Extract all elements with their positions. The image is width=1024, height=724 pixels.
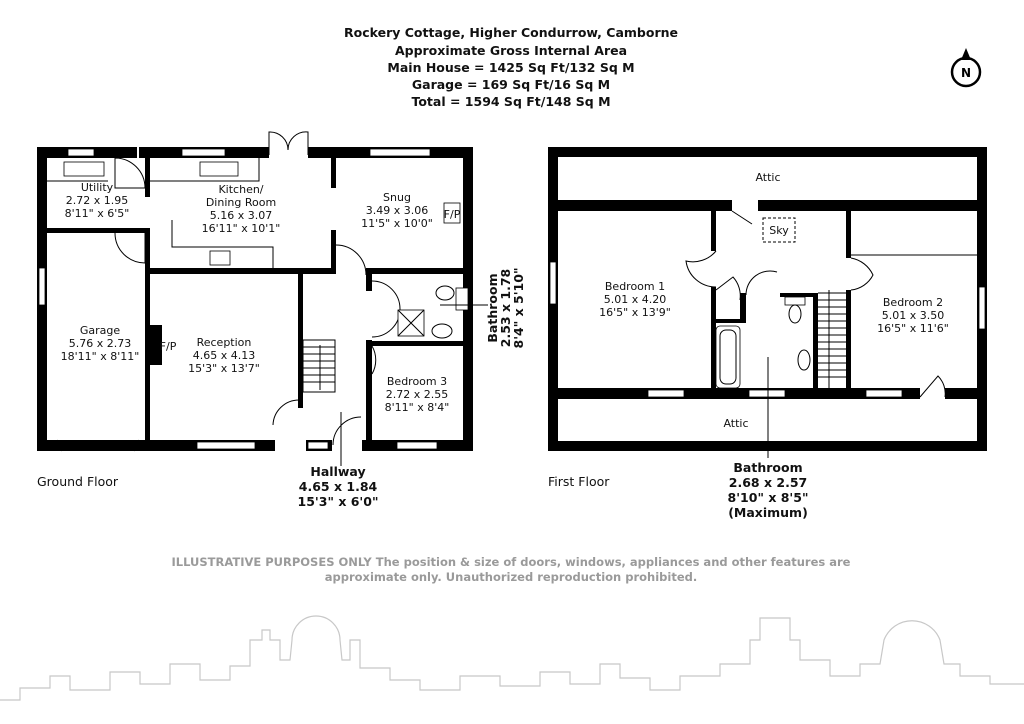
svg-text:Dining Room: Dining Room (206, 196, 276, 209)
skylight-label: Sky (769, 224, 789, 237)
room-bedroom-3: Bedroom 3 2.72 x 2.55 8'11" x 8'4" (385, 375, 450, 414)
svg-text:2.68 x 2.57: 2.68 x 2.57 (729, 475, 807, 490)
room-bedroom-1: Bedroom 1 5.01 x 4.20 16'5" x 13'9" (599, 280, 671, 319)
room-kitchen-dining: Kitchen/ Dining Room 5.16 x 3.07 16'11" … (202, 183, 281, 235)
disclaimer: ILLUSTRATIVE PURPOSES ONLY The position … (172, 555, 851, 584)
room-attic-bottom: Attic (723, 417, 748, 430)
first-floor-label: First Floor (548, 474, 610, 489)
svg-text:15'3" x 13'7": 15'3" x 13'7" (188, 362, 260, 375)
fireplace-label: F/P (444, 208, 461, 221)
svg-text:16'5" x 11'6": 16'5" x 11'6" (877, 322, 949, 335)
svg-text:16'5" x 13'9": 16'5" x 13'9" (599, 306, 671, 319)
svg-text:2.72 x 1.95: 2.72 x 1.95 (66, 194, 129, 207)
svg-text:11'5" x 10'0": 11'5" x 10'0" (361, 217, 433, 230)
room-ground-bathroom: Bathroom 2.53 x 1.78 8'4" x 5'10" (485, 268, 526, 349)
first-floor-stairs (818, 290, 846, 388)
svg-text:8'11" x 6'5": 8'11" x 6'5" (65, 207, 130, 220)
room-attic-top: Attic (755, 171, 780, 184)
svg-text:5.76 x 2.73: 5.76 x 2.73 (69, 337, 132, 350)
garage-area: Garage = 169 Sq Ft/16 Sq M (412, 77, 610, 92)
svg-text:18'11" x 8'11": 18'11" x 8'11" (61, 350, 140, 363)
svg-text:5.16 x 3.07: 5.16 x 3.07 (210, 209, 273, 222)
svg-text:8'11" x 8'4": 8'11" x 8'4" (385, 401, 450, 414)
svg-text:Snug: Snug (383, 191, 411, 204)
svg-text:2.53 x 1.78: 2.53 x 1.78 (498, 269, 513, 347)
ground-floor-plan (37, 131, 488, 452)
svg-text:Reception: Reception (197, 336, 252, 349)
svg-text:4.65 x 4.13: 4.65 x 4.13 (193, 349, 256, 362)
room-first-bathroom: Bathroom 2.68 x 2.57 8'10" x 8'5" (Maxim… (728, 357, 809, 520)
svg-text:5.01 x 4.20: 5.01 x 4.20 (604, 293, 667, 306)
ground-floor-label: Ground Floor (37, 474, 119, 489)
svg-text:(Maximum): (Maximum) (728, 505, 808, 520)
svg-text:16'11" x 10'1": 16'11" x 10'1" (202, 222, 281, 235)
compass-icon: N (950, 48, 982, 88)
svg-text:Bathroom: Bathroom (733, 460, 802, 475)
room-utility: Utility 2.72 x 1.95 8'11" x 6'5" (65, 181, 130, 220)
fireplace-label: F/P (160, 340, 177, 353)
room-hallway: Hallway 4.65 x 1.84 15'3" x 6'0" (298, 412, 379, 509)
room-bedroom-2: Bedroom 2 5.01 x 3.50 16'5" x 11'6" (877, 296, 949, 335)
svg-text:Hallway: Hallway (310, 464, 365, 479)
main-house-area: Main House = 1425 Sq Ft/132 Sq M (387, 60, 634, 75)
svg-text:Garage: Garage (80, 324, 121, 337)
svg-text:ILLUSTRATIVE PURPOSES ONLY Th: ILLUSTRATIVE PURPOSES ONLY The position … (172, 555, 851, 569)
svg-text:8'4" x 5'10": 8'4" x 5'10" (511, 268, 526, 349)
svg-text:Bedroom 2: Bedroom 2 (883, 296, 943, 309)
room-reception: Reception 4.65 x 4.13 15'3" x 13'7" (188, 336, 260, 375)
svg-text:Bedroom 3: Bedroom 3 (387, 375, 447, 388)
skyline-illustration (0, 615, 1024, 701)
svg-text:15'3" x 6'0": 15'3" x 6'0" (298, 494, 379, 509)
ground-floor-labels: Utility 2.72 x 1.95 8'11" x 6'5" Kitchen… (37, 181, 526, 509)
svg-text:Bathroom: Bathroom (485, 273, 500, 342)
svg-text:Kitchen/: Kitchen/ (218, 183, 263, 196)
area-subtitle: Approximate Gross Internal Area (395, 43, 627, 58)
svg-text:Utility: Utility (81, 181, 114, 194)
compass-label: N (961, 66, 971, 80)
header: Rockery Cottage, Higher Condurrow, Cambo… (344, 25, 678, 109)
room-garage: Garage 5.76 x 2.73 18'11" x 8'11" (61, 324, 140, 363)
address-title: Rockery Cottage, Higher Condurrow, Cambo… (344, 25, 678, 40)
svg-text:5.01 x 3.50: 5.01 x 3.50 (882, 309, 945, 322)
total-area: Total = 1594 Sq Ft/148 Sq M (411, 94, 610, 109)
svg-text:Bedroom 1: Bedroom 1 (605, 280, 665, 293)
svg-text:2.72 x 2.55: 2.72 x 2.55 (386, 388, 449, 401)
svg-text:3.49 x 3.06: 3.49 x 3.06 (366, 204, 429, 217)
room-snug: Snug 3.49 x 3.06 11'5" x 10'0" F/P (361, 191, 461, 230)
ground-stairs (302, 339, 336, 393)
first-floor-labels: Attic Attic Sky Bedroom 1 5.01 x 4.20 16… (548, 171, 949, 520)
svg-text:4.65 x 1.84: 4.65 x 1.84 (299, 479, 378, 494)
svg-text:8'10" x 8'5": 8'10" x 8'5" (728, 490, 809, 505)
svg-text:approximate only. Unauthorized: approximate only. Unauthorized reproduct… (325, 570, 698, 584)
